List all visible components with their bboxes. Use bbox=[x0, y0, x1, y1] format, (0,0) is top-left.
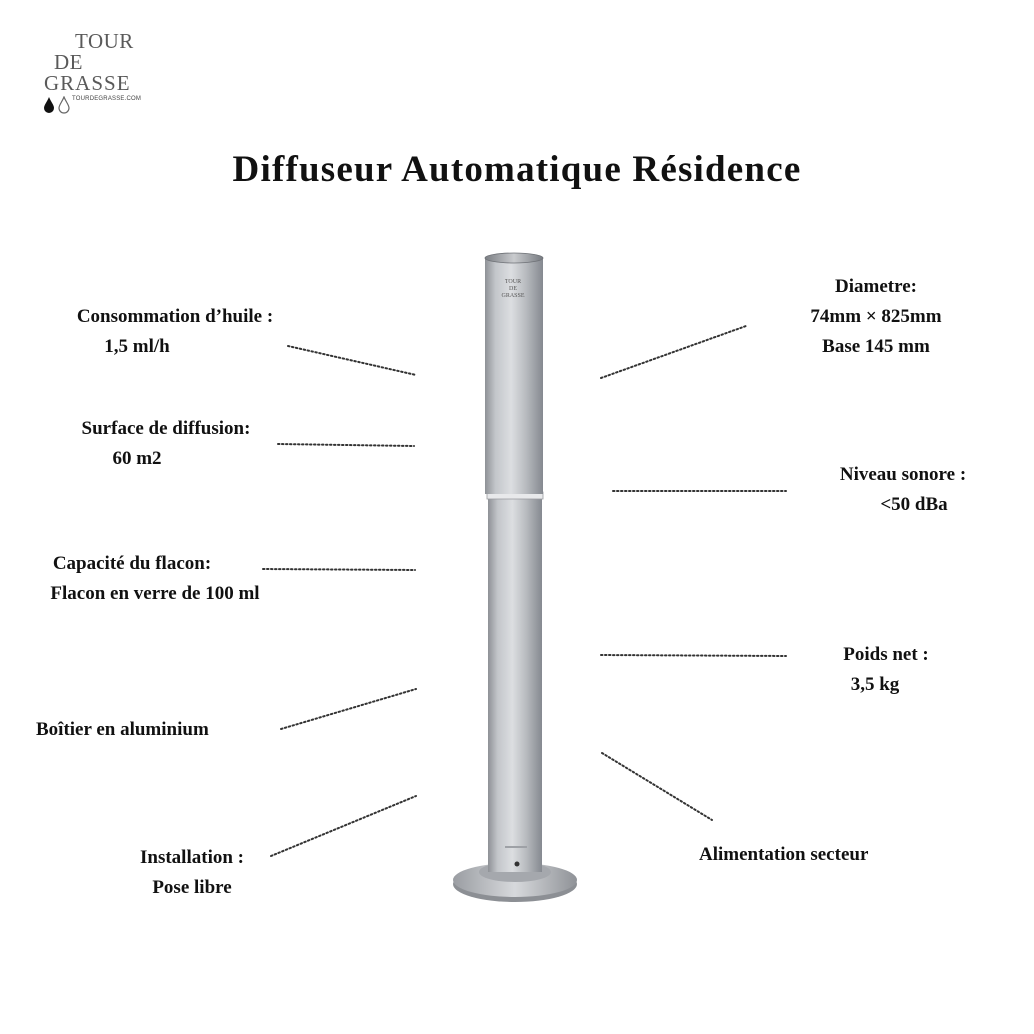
spec-surface-value: 60 m2 bbox=[112, 448, 162, 469]
spec-consommation: Consommation d’huile : 1,5 ml/h bbox=[44, 302, 306, 362]
leader-poids bbox=[600, 654, 787, 657]
logo-url: TOURDEGRASSE.COM bbox=[72, 96, 142, 102]
spec-consommation-value: 1,5 ml/h bbox=[104, 336, 170, 357]
spec-diametre: Diametre: 74mm × 825mm Base 145 mm bbox=[786, 272, 966, 362]
upper-tube bbox=[485, 258, 543, 494]
spec-capacite-value: Flacon en verre de 100 ml bbox=[50, 583, 260, 604]
spec-poids: Poids net : 3,5 kg bbox=[816, 640, 956, 700]
logo-line-de: DE bbox=[54, 50, 83, 74]
top-cap bbox=[484, 252, 544, 264]
spec-surface-label: Surface de diffusion: bbox=[81, 418, 251, 439]
logo-line-tour: TOUR bbox=[75, 29, 134, 53]
spec-alimentation-label: Alimentation secteur bbox=[699, 844, 869, 865]
leader-installation bbox=[270, 795, 417, 857]
spec-installation-label: Installation : bbox=[140, 847, 244, 868]
spec-capacite-label: Capacité du flacon: bbox=[52, 553, 212, 574]
product-logo-line2: DE bbox=[509, 286, 517, 292]
spec-niveau-label: Niveau sonore : bbox=[839, 464, 967, 485]
drops-icon bbox=[44, 96, 70, 114]
leader-surface bbox=[277, 443, 415, 447]
power-indicator-icon bbox=[514, 861, 520, 867]
spec-poids-label: Poids net : bbox=[843, 644, 929, 665]
leader-diametre bbox=[600, 325, 747, 379]
spec-capacite: Capacité du flacon: Flacon en verre de 1… bbox=[24, 549, 286, 609]
spec-boitier-label: Boîtier en aluminium bbox=[36, 719, 209, 740]
spec-consommation-label: Consommation d’huile : bbox=[76, 306, 274, 327]
spec-diametre-label: Diametre: bbox=[835, 276, 917, 297]
product-logo-line3: GRASSE bbox=[501, 293, 524, 299]
spec-alimentation: Alimentation secteur bbox=[699, 840, 868, 870]
spec-surface: Surface de diffusion: 60 m2 bbox=[56, 414, 276, 474]
logo-line-grasse: GRASSE bbox=[44, 71, 131, 95]
brand-logo: TOUR DE GRASSE TOURDEGRASSE.COM bbox=[40, 30, 150, 120]
spec-niveau-value: <50 dBa bbox=[880, 494, 948, 515]
spec-diametre-base: Base 145 mm bbox=[822, 336, 930, 357]
page-title: Diffuseur Automatique Résidence bbox=[232, 149, 802, 190]
diffuser-tower: TOUR DE GRASSE bbox=[453, 252, 577, 902]
spec-niveau: Niveau sonore : <50 dBa bbox=[818, 460, 988, 520]
spec-installation-value: Pose libre bbox=[152, 877, 232, 898]
spec-poids-value: 3,5 kg bbox=[850, 674, 900, 695]
spec-installation: Installation : Pose libre bbox=[118, 843, 266, 903]
spec-diametre-value: 74mm × 825mm bbox=[810, 306, 942, 327]
spec-boitier: Boîtier en aluminium bbox=[36, 715, 209, 745]
leader-alimentation bbox=[601, 752, 713, 821]
product-logo-line1: TOUR bbox=[505, 279, 521, 285]
lower-tube bbox=[488, 497, 542, 872]
leader-capacite bbox=[262, 568, 416, 571]
leader-boitier bbox=[280, 688, 417, 730]
leader-consommation bbox=[287, 345, 417, 376]
product-small-print bbox=[505, 846, 527, 848]
